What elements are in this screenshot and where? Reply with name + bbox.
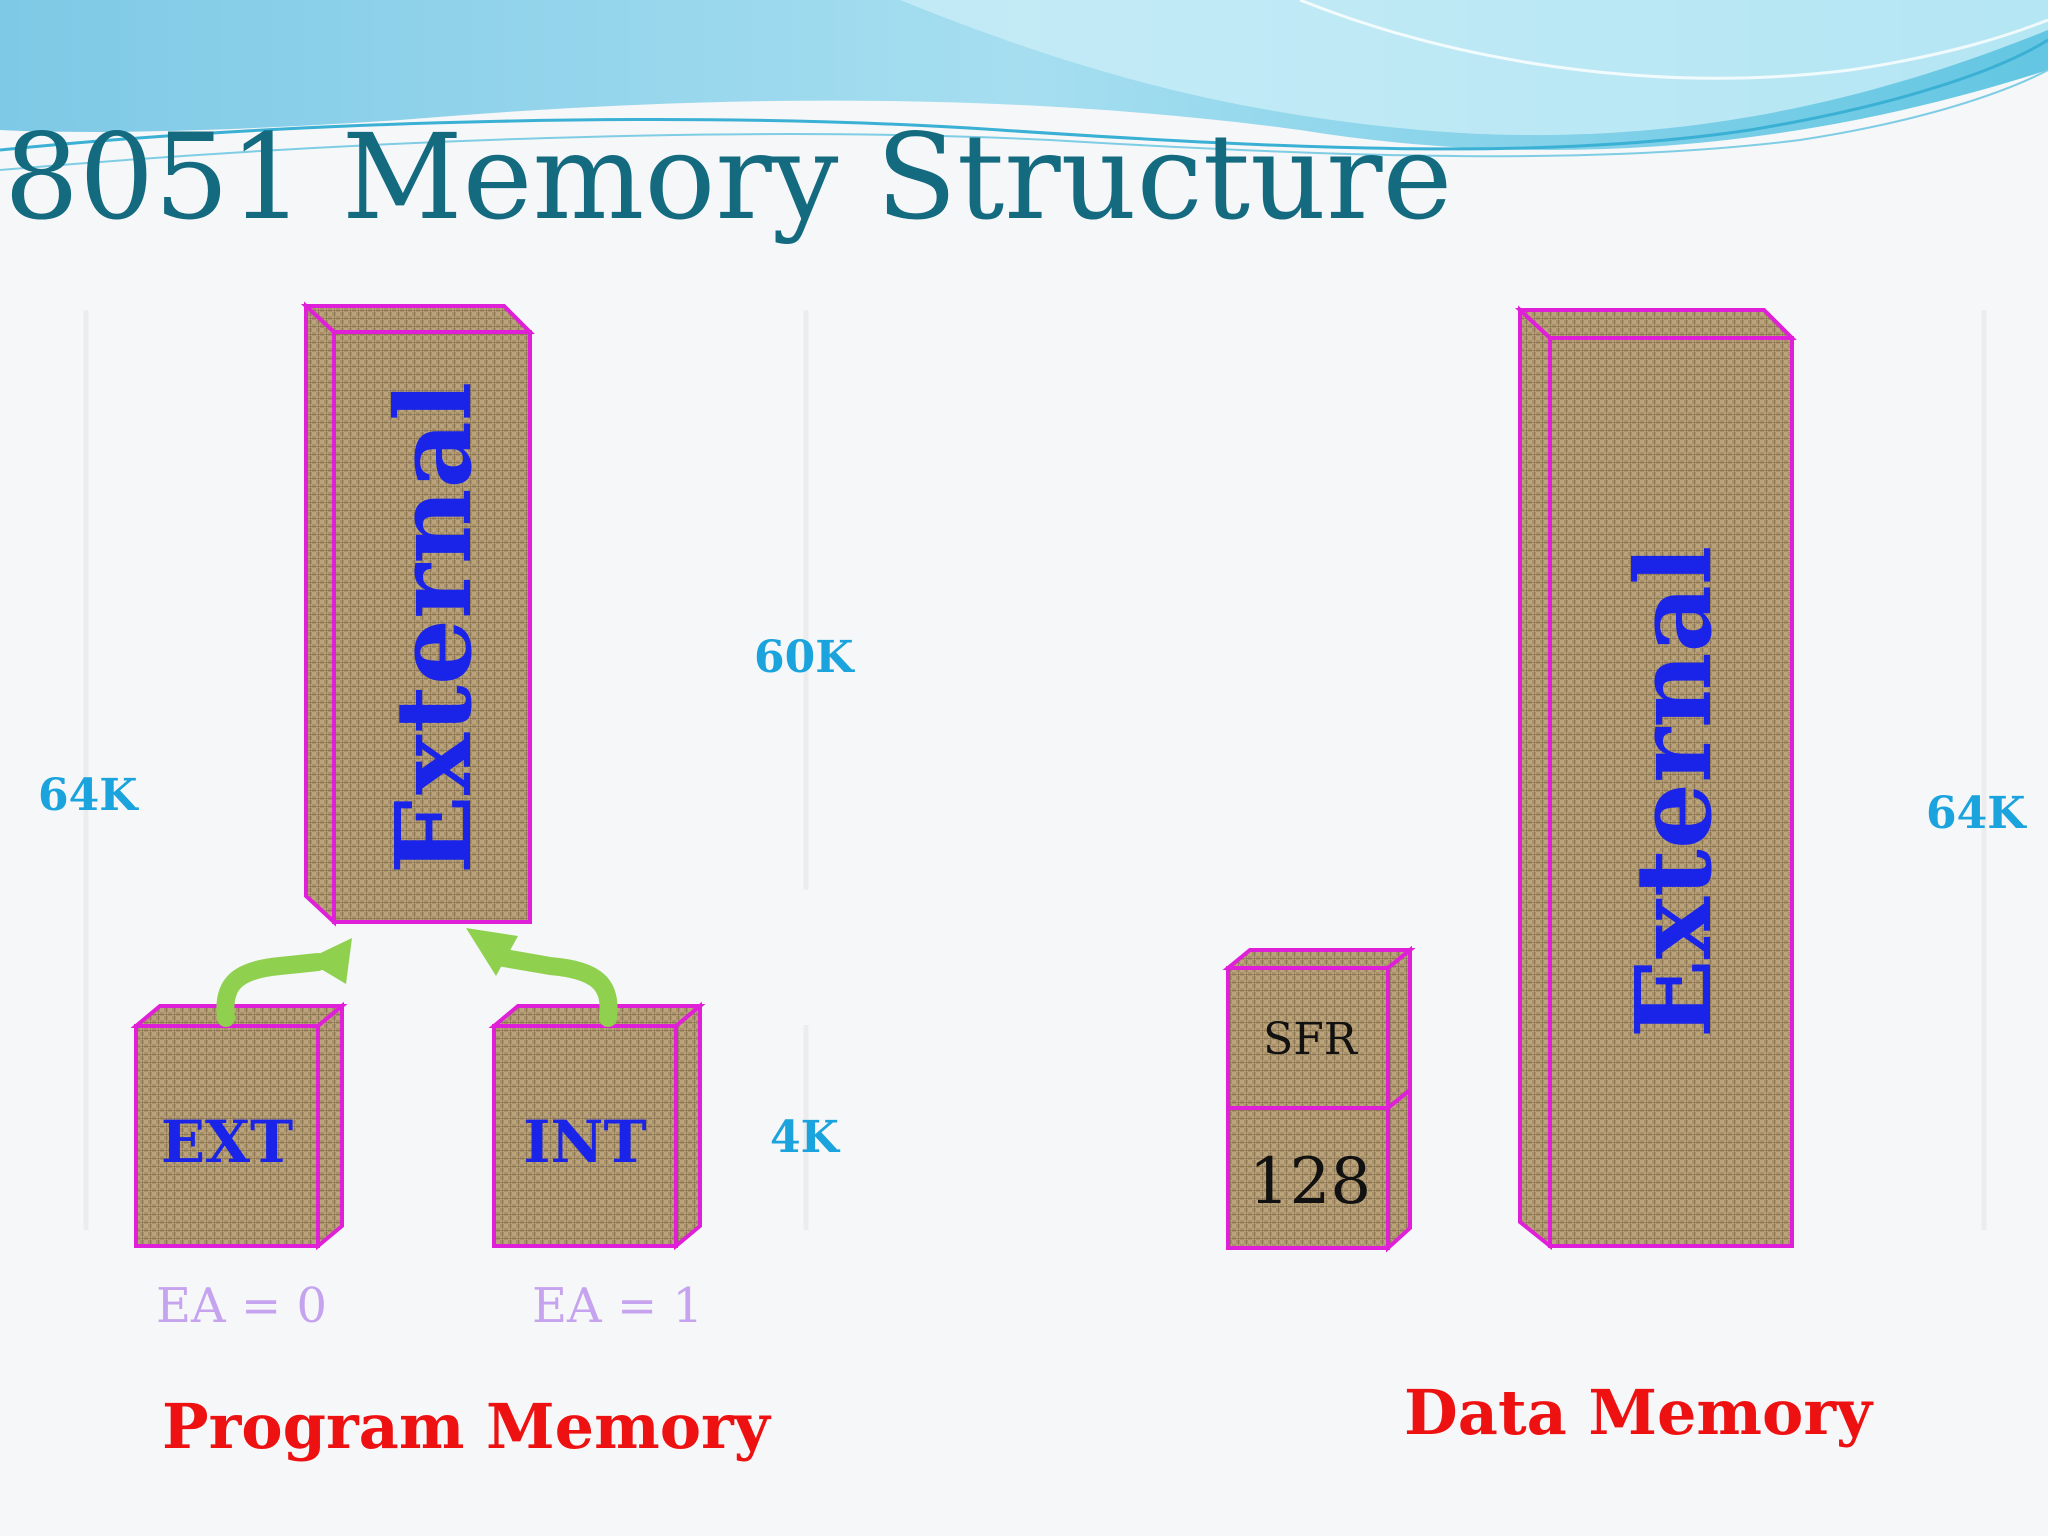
- arrow-int-head: [466, 928, 518, 976]
- ext-block-side: [316, 1001, 344, 1251]
- ext-block-top: [130, 1004, 348, 1028]
- internal-ram-block: [1226, 1085, 1412, 1253]
- program-external-block-top: [300, 304, 535, 334]
- arrow-ext-head: [306, 938, 352, 984]
- data-external-block-front: [1548, 336, 1794, 1248]
- sfr-block-top: [1222, 948, 1416, 970]
- int-block: [488, 1001, 706, 1251]
- slide-title: 8051 Memory Structure: [4, 108, 1453, 246]
- ea-one-label: EA = 1: [532, 1278, 703, 1334]
- internal-ram-block-front: [1226, 1106, 1390, 1250]
- ext-block: [130, 1001, 348, 1251]
- int-block-top: [488, 1004, 706, 1028]
- data-external-label: External: [1612, 545, 1735, 1039]
- internal-ram-block-side: [1386, 1085, 1412, 1253]
- program-external-block: [300, 301, 535, 927]
- ext-block-label: EXT: [160, 1108, 294, 1176]
- header-waves: [0, 0, 2048, 171]
- sfr-block: [1222, 945, 1416, 1113]
- data-memory-label: Data Memory: [1404, 1376, 1873, 1449]
- external-program-size-label: 60K: [754, 632, 854, 683]
- ea-zero-label: EA = 0: [156, 1278, 327, 1334]
- wave-line-3: [1299, 0, 2048, 80]
- data-external-block-side: [1518, 305, 1552, 1251]
- dimension-arrows: [83, 310, 1987, 1230]
- internal-program-size-label: 4K: [770, 1112, 839, 1163]
- arrow-int-to-external: [495, 949, 618, 1027]
- data-external-block-top: [1514, 308, 1797, 340]
- wave-line-2: [0, 69, 2048, 171]
- sfr-block-label: SFR: [1263, 1014, 1357, 1065]
- internal-ram-block-label: 128: [1248, 1145, 1372, 1219]
- ext-block-front: [134, 1024, 320, 1248]
- int-block-front: [492, 1024, 678, 1248]
- program-external-label: External: [372, 381, 495, 875]
- program-memory-size-label: 64K: [38, 770, 138, 821]
- program-memory-label: Program Memory: [162, 1390, 770, 1463]
- wave-line-1: [0, 38, 2048, 152]
- data-external-block: [1514, 305, 1797, 1251]
- program-external-block-side: [304, 301, 336, 927]
- data-memory-size-label: 64K: [1926, 788, 2026, 839]
- int-block-label: INT: [523, 1108, 647, 1176]
- wave-band-light: [900, 0, 2048, 136]
- sfr-block-side: [1386, 945, 1412, 1113]
- int-block-side: [674, 1001, 702, 1251]
- ea-arrows: [216, 928, 618, 1027]
- program-external-block-front: [332, 330, 532, 924]
- arrow-ext-to-external: [216, 953, 327, 1027]
